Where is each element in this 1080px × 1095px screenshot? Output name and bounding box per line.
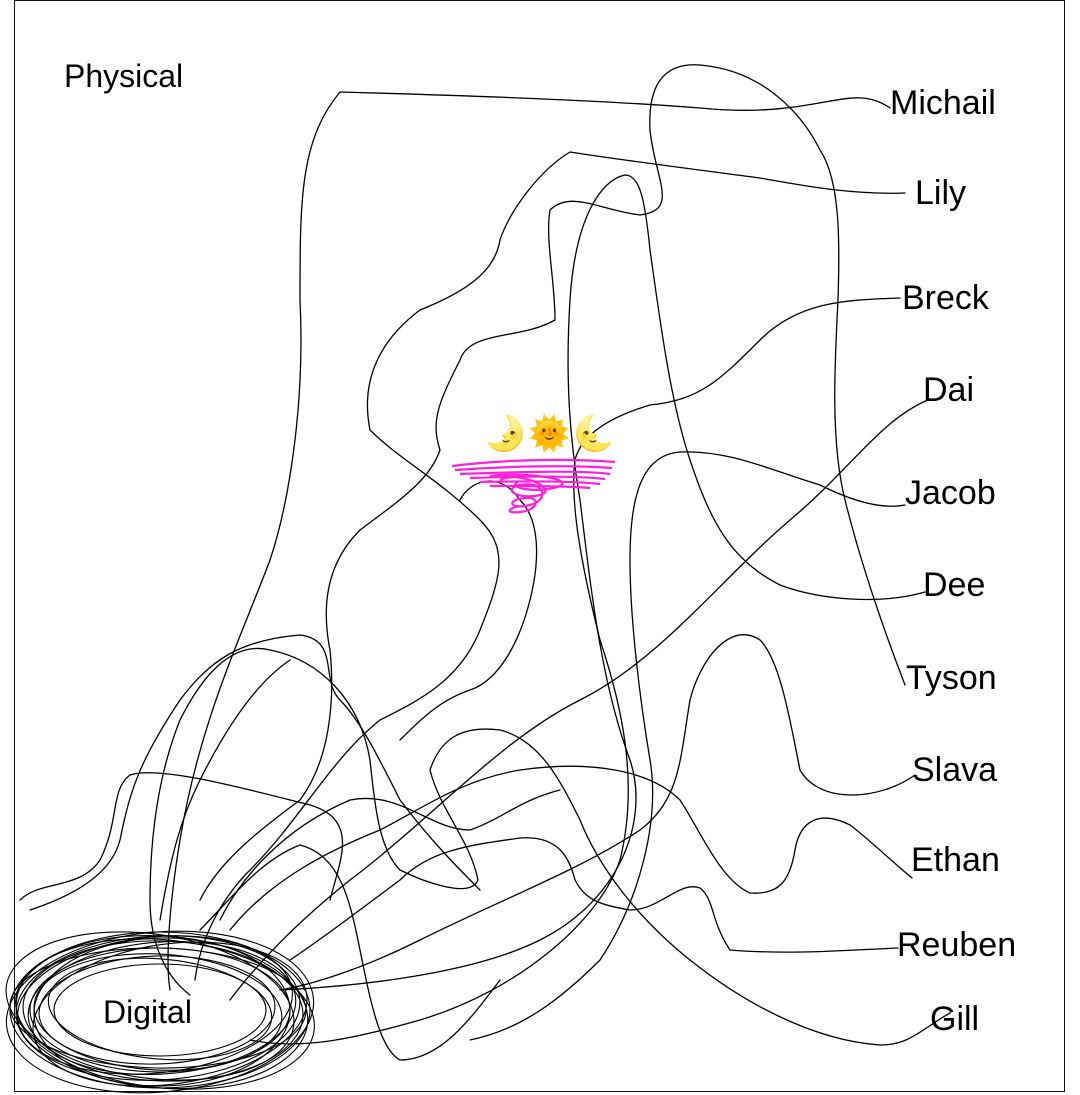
diagram-frame bbox=[14, 0, 1065, 1092]
person-label-reuben: Reuben bbox=[897, 926, 1017, 964]
digital-label: Digital bbox=[103, 994, 192, 1030]
line-extra-4 bbox=[199, 844, 501, 1061]
person-label-breck: Breck bbox=[902, 279, 989, 317]
person-label-tyson: Tyson bbox=[906, 659, 997, 697]
digital-scribble bbox=[5, 930, 315, 1094]
moon-sun-moon-icon: 🌛🌞🌜 bbox=[484, 414, 618, 454]
line-reuben bbox=[289, 837, 899, 961]
line-extra-2 bbox=[29, 634, 481, 911]
line-lily bbox=[194, 151, 906, 981]
magenta-scribble bbox=[451, 458, 616, 514]
person-label-michail: Michail bbox=[890, 84, 996, 122]
line-gill bbox=[149, 647, 951, 1046]
person-label-dai: Dai bbox=[923, 371, 975, 409]
line-ethan bbox=[229, 765, 913, 931]
line-extra-6 bbox=[399, 480, 538, 741]
person-label-lily: Lily bbox=[915, 174, 967, 212]
line-slava bbox=[279, 634, 916, 991]
line-extra-3 bbox=[159, 659, 291, 921]
line-tyson bbox=[199, 64, 906, 901]
person-label-jacob: Jacob bbox=[905, 474, 996, 512]
physical-label: Physical bbox=[64, 58, 184, 94]
line-michail bbox=[167, 91, 891, 991]
line-breck bbox=[249, 297, 901, 1045]
line-dee bbox=[279, 174, 926, 991]
person-label-ethan: Ethan bbox=[911, 841, 1000, 879]
person-label-gill: Gill bbox=[930, 1000, 980, 1038]
person-label-dee: Dee bbox=[923, 566, 986, 604]
line-extra-5 bbox=[219, 789, 561, 921]
line-extra-1 bbox=[19, 772, 344, 901]
person-label-slava: Slava bbox=[912, 751, 998, 789]
line-dai bbox=[229, 399, 929, 1001]
line-jacob bbox=[469, 451, 906, 1041]
